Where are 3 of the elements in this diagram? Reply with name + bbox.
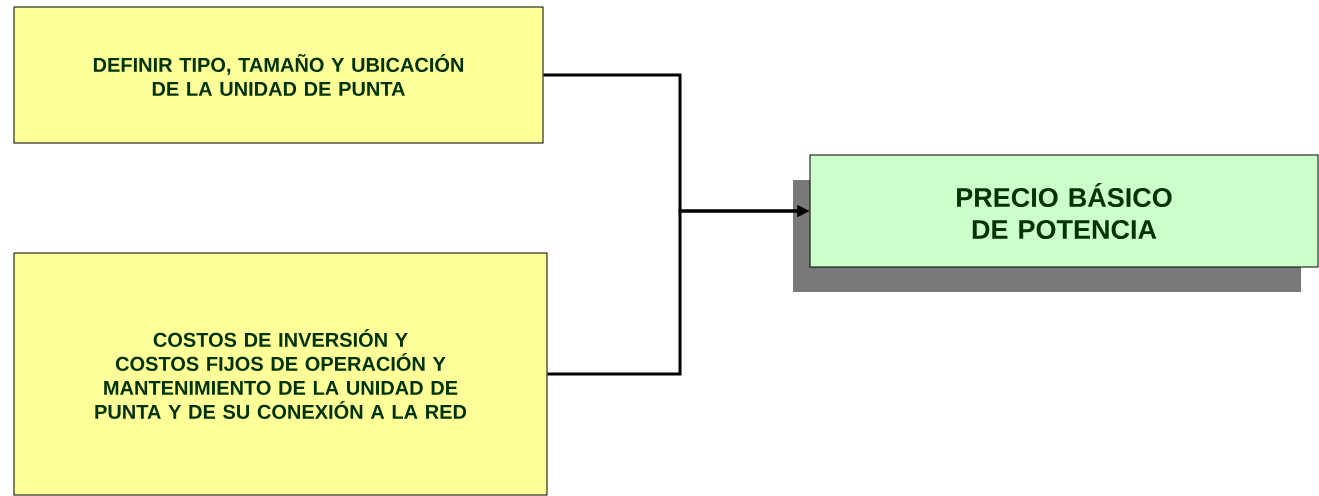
process-box: PRECIO BÁSICO DE POTENCIA	[809, 154, 1319, 268]
process-box: DEFINIR TIPO, TAMAÑO Y UBICACIÓN DE LA UNIDAD DE PUNTA	[13, 6, 544, 144]
process-box: COSTOS DE INVERSIÓN Y COSTOS FIJOS DE OPERACIÓN Y MANTENIMIENTO DE LA UNIDAD DE PUNTA Y DE SU CONEXIÓN A LA RED	[13, 252, 548, 496]
